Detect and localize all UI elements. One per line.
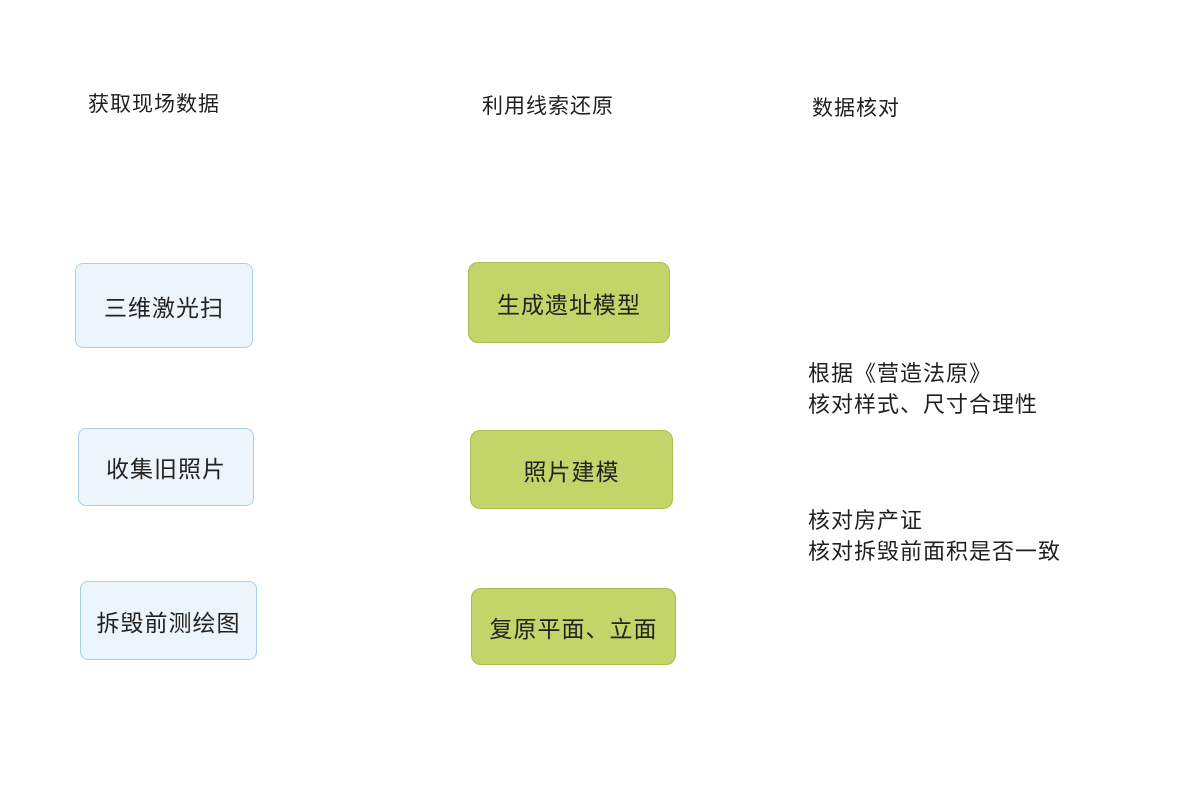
column-header-data-verification: 数据核对 <box>812 97 900 120</box>
column-header-clue-restoration: 利用线索还原 <box>482 95 614 118</box>
verification-note-area-line1: 核对房产证 <box>808 508 924 533</box>
node-pre-demolition-survey: 拆毁前测绘图 <box>80 581 257 660</box>
node-photo-modeling: 照片建模 <box>470 430 673 509</box>
verification-note-style-line1: 根据《营造法原》 <box>808 361 993 386</box>
node-restore-plan-elevation: 复原平面、立面 <box>471 588 676 665</box>
verification-note-style-line2: 核对样式、尺寸合理性 <box>808 392 1039 417</box>
node-generate-site-model: 生成遗址模型 <box>468 262 670 343</box>
column-header-site-data: 获取现场数据 <box>88 93 220 116</box>
node-collect-old-photos: 收集旧照片 <box>78 428 254 506</box>
verification-note-area-line2: 核对拆毁前面积是否一致 <box>808 539 1062 564</box>
node-3d-laser-scan: 三维激光扫 <box>75 263 253 348</box>
verification-note-style: 根据《营造法原》 核对样式、尺寸合理性 <box>808 358 1038 420</box>
verification-note-area: 核对房产证 核对拆毁前面积是否一致 <box>808 505 1061 567</box>
